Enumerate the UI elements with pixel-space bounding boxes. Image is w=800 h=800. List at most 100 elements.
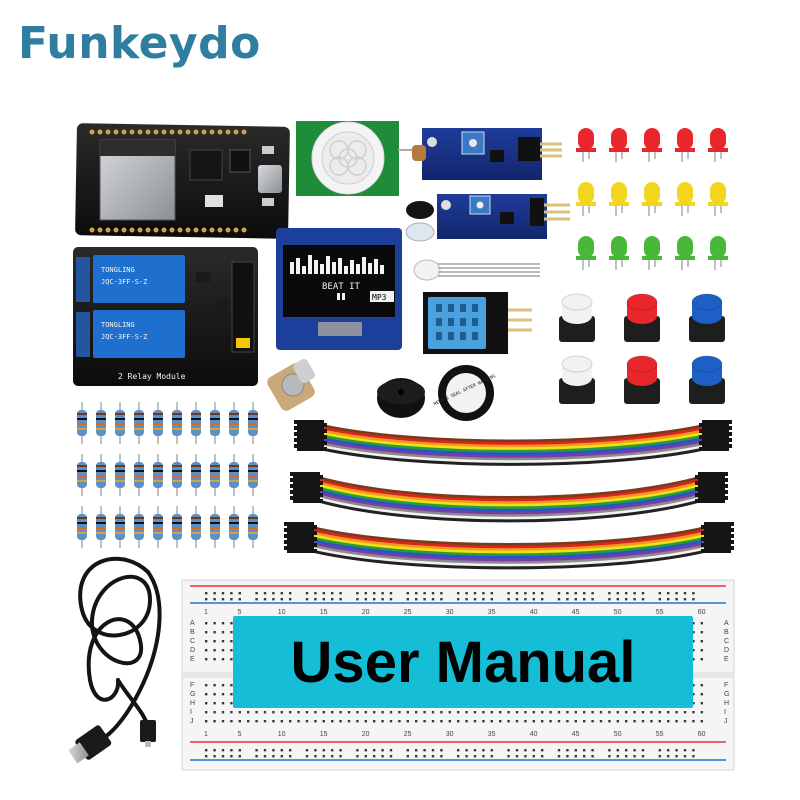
- breadboard-row-letter: H: [190, 700, 195, 707]
- breadboard-row-letter: G: [190, 691, 195, 698]
- resistor: [77, 506, 87, 548]
- breadboard-column-number-bottom: 5: [238, 731, 242, 738]
- resistor: [172, 402, 182, 444]
- usb-a-connector: [68, 725, 112, 764]
- resistor: [77, 454, 87, 496]
- breadboard-row-letter: D: [724, 647, 729, 654]
- breadboard-row-letter: E: [190, 656, 195, 663]
- breadboard-column-number-bottom: 30: [446, 731, 454, 738]
- resistor: [248, 402, 258, 444]
- led: [708, 182, 728, 216]
- pir-motion-sensor: [296, 121, 399, 196]
- resistor: [115, 402, 125, 444]
- ir-sensor-module: [405, 194, 570, 242]
- push-button: [624, 293, 660, 342]
- relay-1-brand: TONGLING: [101, 266, 135, 274]
- usb-cable: [78, 556, 162, 744]
- breadboard-column-number-top: 1: [204, 609, 208, 616]
- breadboard-row-letter: J: [724, 718, 728, 725]
- relay-1-model: JQC-3FF-S-Z: [101, 278, 147, 286]
- resistor: [210, 402, 220, 444]
- breadboard-column-number-top: 30: [446, 609, 454, 616]
- relay-module: TONGLING JQC-3FF-S-Z TONGLING JQC-3FF-S-…: [73, 247, 258, 386]
- breadboard-column-number-bottom: 20: [362, 731, 370, 738]
- push-button: [559, 293, 595, 342]
- led: [576, 128, 596, 162]
- breadboard-column-number-bottom: 45: [572, 731, 580, 738]
- breadboard-row-letter: C: [724, 638, 729, 645]
- breadboard-column-number-top: 55: [656, 609, 664, 616]
- dht11-sensor: [423, 292, 532, 354]
- oled-label-main: BEAT IT: [322, 282, 361, 292]
- resistor: [191, 454, 201, 496]
- resistor: [77, 402, 87, 444]
- breadboard-column-number-top: 25: [404, 609, 412, 616]
- breadboard-column-number-top: 10: [278, 609, 286, 616]
- passive-buzzer: REMOVE SEAL AFTER WASHING: [433, 365, 497, 421]
- active-buzzer: [377, 378, 425, 418]
- led: [708, 236, 728, 270]
- resistor: [96, 454, 106, 496]
- resistor: [172, 506, 182, 548]
- breadboard-column-number-top: 5: [238, 609, 242, 616]
- resistor: [229, 506, 239, 548]
- oled-display-module: BEAT IT MP3: [276, 228, 402, 350]
- led: [642, 128, 662, 162]
- resistor: [115, 454, 125, 496]
- breadboard-column-number-top: 35: [488, 609, 496, 616]
- breadboard-column-number-bottom: 10: [278, 731, 286, 738]
- breadboard-column-number-bottom: 35: [488, 731, 496, 738]
- breadboard-row-letter: H: [724, 700, 729, 707]
- relay-2-model: JQC-3FF-S-Z: [101, 333, 147, 341]
- breadboard-column-number-top: 60: [698, 609, 706, 616]
- resistor: [229, 402, 239, 444]
- push-button: [624, 355, 660, 404]
- led: [708, 128, 728, 162]
- user-manual-banner: User Manual: [233, 616, 693, 708]
- relay-2-brand: TONGLING: [101, 321, 135, 329]
- led: [642, 236, 662, 270]
- resistor-grid: [77, 402, 258, 548]
- jumper-ribbon: [284, 522, 734, 570]
- breadboard-column-number-bottom: 15: [320, 731, 328, 738]
- push-button: [689, 293, 725, 342]
- resistor: [210, 506, 220, 548]
- breadboard-column-number-top: 40: [530, 609, 538, 616]
- breadboard-row-letter: F: [724, 682, 728, 689]
- rgb-led: [413, 259, 540, 281]
- breadboard-column-number-bottom: 60: [698, 731, 706, 738]
- breadboard-column-number-bottom: 40: [530, 731, 538, 738]
- breadboard-row-letter: J: [190, 718, 194, 725]
- light-sensor-module: [398, 128, 562, 180]
- breadboard-row-letter: A: [724, 620, 729, 627]
- resistor: [134, 454, 144, 496]
- resistor: [134, 402, 144, 444]
- resistor: [229, 454, 239, 496]
- brand-logo-text: Funkeydo: [18, 18, 261, 69]
- resistor: [248, 506, 258, 548]
- led: [675, 182, 695, 216]
- breadboard-row-letter: I: [190, 709, 192, 716]
- breadboard-row-letter: D: [190, 647, 195, 654]
- resistor: [172, 454, 182, 496]
- breadboard-row-letter: E: [724, 656, 729, 663]
- breadboard-column-number-top: 50: [614, 609, 622, 616]
- breadboard-row-letter: B: [724, 629, 729, 636]
- breadboard-column-number-bottom: 25: [404, 731, 412, 738]
- breadboard-row-letter: C: [190, 638, 195, 645]
- resistor: [153, 454, 163, 496]
- resistor: [134, 506, 144, 548]
- led: [642, 182, 662, 216]
- breadboard-row-letter: G: [724, 691, 729, 698]
- breadboard-column-number-top: 15: [320, 609, 328, 616]
- jumper-ribbon: [294, 420, 732, 466]
- jumper-ribbon: [290, 472, 728, 523]
- breadboard-column-number-bottom: 1: [204, 731, 208, 738]
- resistor: [115, 506, 125, 548]
- push-button: [559, 355, 595, 404]
- resistor: [210, 454, 220, 496]
- led: [609, 236, 629, 270]
- led: [576, 182, 596, 216]
- resistor: [153, 402, 163, 444]
- resistor: [191, 506, 201, 548]
